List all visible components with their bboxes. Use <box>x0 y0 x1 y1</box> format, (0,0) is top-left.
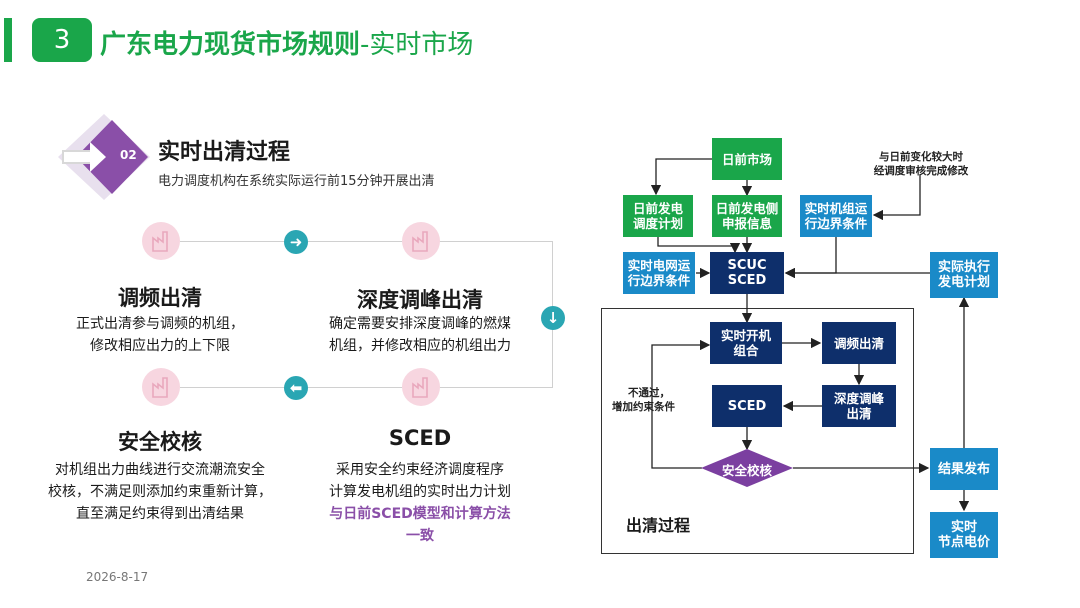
step-desc-line: 确定需要安排深度调峰的燃煤 <box>329 316 511 332</box>
section-number-badge: 3 <box>32 18 92 62</box>
actual-plan-box: 实际执行发电计划 <box>930 252 998 298</box>
step-desc-line: 修改相应出力的上下限 <box>90 338 230 354</box>
step-desc-sced: 采用安全约束经济调度程序 计算发电机组的实时出力计划 与日前SCED模型和计算方… <box>295 459 545 547</box>
header-accent-bar <box>4 18 12 62</box>
rt-nodal-price-box: 实时节点电价 <box>930 512 998 558</box>
section-badge-diamond: 02 <box>58 114 150 200</box>
step-desc-freq: 正式出清参与调频的机组， 修改相应出力的上下限 <box>40 313 280 357</box>
day-ahead-dispatch-box: 日前发电调度计划 <box>623 195 693 237</box>
factory-icon <box>402 222 440 260</box>
change-review-note: 与日前变化较大时经调度审核完成修改 <box>873 151 969 177</box>
rt-unit-boundary-box: 实时机组运行边界条件 <box>800 195 872 237</box>
sced-box: SCED <box>712 385 782 427</box>
rt-unit-commitment-box: 实时开机组合 <box>710 322 782 364</box>
page-title-main: 广东电力现货市场规则 <box>100 30 361 60</box>
clearing-process-label: 出清过程 <box>626 516 691 535</box>
arrow-down-icon: ↓ <box>541 306 565 330</box>
fail-add-constraint-note: 不通过，增加约束条件 <box>612 387 675 413</box>
publish-result-box: 结果发布 <box>930 448 998 490</box>
flow-connector-bottom <box>180 387 440 388</box>
page-title-suffix: -实时市场 <box>360 30 474 60</box>
step-title-sced: SCED <box>388 426 452 450</box>
section-title: 实时出清过程 <box>158 140 291 165</box>
step-desc-line: 对机组出力曲线进行交流潮流安全 <box>55 462 265 478</box>
step-desc-deep-peak: 确定需要安排深度调峰的燃煤 机组，并修改相应的机组出力 <box>300 313 540 357</box>
freq-clear-box: 调频出清 <box>822 322 896 364</box>
factory-icon <box>142 368 180 406</box>
step-desc-line: 校核，不满足则添加约束重新计算， <box>48 484 272 500</box>
step-title-security: 安全校核 <box>118 430 202 454</box>
step-desc-line: 采用安全约束经济调度程序 <box>336 462 504 478</box>
arrow-right-icon: ➜ <box>284 230 308 254</box>
step-title-freq: 调频出清 <box>118 286 202 310</box>
step-desc-highlight: 与日前SCED模型和计算方法 <box>329 506 511 522</box>
section-subtitle: 电力调度机构在系统实际运行前15分钟开展出清 <box>158 174 435 189</box>
step-desc-highlight: 一致 <box>406 528 434 544</box>
slide-date: 2026-8-17 <box>86 570 149 584</box>
deep-peak-clear-box: 深度调峰出清 <box>822 385 896 427</box>
step-desc-line: 正式出清参与调频的机组， <box>76 316 244 332</box>
rt-grid-boundary-box: 实时电网运行边界条件 <box>623 252 695 294</box>
flow-connector-top <box>180 241 552 242</box>
step-desc-line: 机组，并修改相应的机组出力 <box>329 338 511 354</box>
step-desc-line: 计算发电机组的实时出力计划 <box>329 484 511 500</box>
step-desc-line: 直至满足约束得到出清结果 <box>76 506 244 522</box>
factory-icon <box>402 368 440 406</box>
security-check-diamond: 安全校核 <box>701 449 793 487</box>
section-badge-number: 02 <box>120 148 137 162</box>
arrow-left-icon: ⬅ <box>284 376 308 400</box>
day-ahead-gen-info-box: 日前发电侧申报信息 <box>712 195 782 237</box>
factory-icon <box>142 222 180 260</box>
page-title: 广东电力现货市场规则-实时市场 <box>100 24 473 61</box>
step-title-deep-peak: 深度调峰出清 <box>357 288 483 312</box>
day-ahead-market-box: 日前市场 <box>712 138 782 180</box>
step-desc-security: 对机组出力曲线进行交流潮流安全 校核，不满足则添加约束重新计算， 直至满足约束得… <box>30 459 290 525</box>
clearing-process-frame <box>601 308 914 554</box>
